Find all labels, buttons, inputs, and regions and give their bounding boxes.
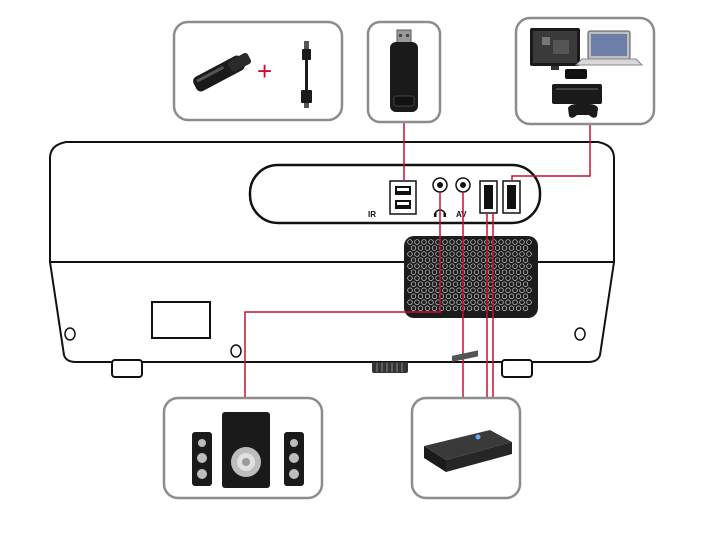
usb-cable-icon <box>301 41 312 108</box>
laptop-icon <box>574 30 644 66</box>
left-speaker-icon <box>192 432 212 486</box>
screw-hole-left-bottom <box>230 344 242 358</box>
right-foot <box>501 359 533 378</box>
controller-icon <box>568 104 598 118</box>
ir-label: IR <box>368 210 376 219</box>
computers-box <box>514 16 656 126</box>
speakers-box <box>162 396 324 500</box>
projector-rear-view: IR AV HDMI1 HDMI2 <box>48 141 616 378</box>
usb-ports[interactable] <box>389 180 417 215</box>
hdmi1-label: HDMI1 <box>487 190 493 209</box>
av-jack[interactable] <box>455 177 471 193</box>
usb-flash-drive-icon <box>390 29 418 112</box>
headphone-jack[interactable] <box>432 177 448 193</box>
right-speaker-icon <box>284 432 304 486</box>
usb-drive-box <box>366 20 442 124</box>
streaming-stick-icon <box>193 52 252 92</box>
focus-wheel[interactable] <box>372 362 408 373</box>
hdmi2-label: HDMI2 <box>510 190 516 209</box>
grille-holes <box>407 239 532 311</box>
game-console-icon <box>552 69 602 104</box>
hdmi1-port[interactable] <box>479 180 498 214</box>
subwoofer-icon <box>222 412 270 488</box>
streaming-stick-box: + <box>172 20 344 122</box>
dvd-player-icon <box>424 350 512 472</box>
left-foot <box>111 359 143 378</box>
screw-hole-right <box>574 327 586 341</box>
connection-lines <box>244 123 591 400</box>
dvd-player-box <box>410 350 522 500</box>
screw-hole-left <box>64 327 76 341</box>
rear-label-plate <box>151 301 211 339</box>
plus-sign: + <box>257 56 272 86</box>
hdmi2-cable <box>511 123 591 181</box>
audio-cable <box>244 192 441 400</box>
desktop-monitor-icon <box>530 28 580 70</box>
av-label: AV <box>456 210 467 219</box>
